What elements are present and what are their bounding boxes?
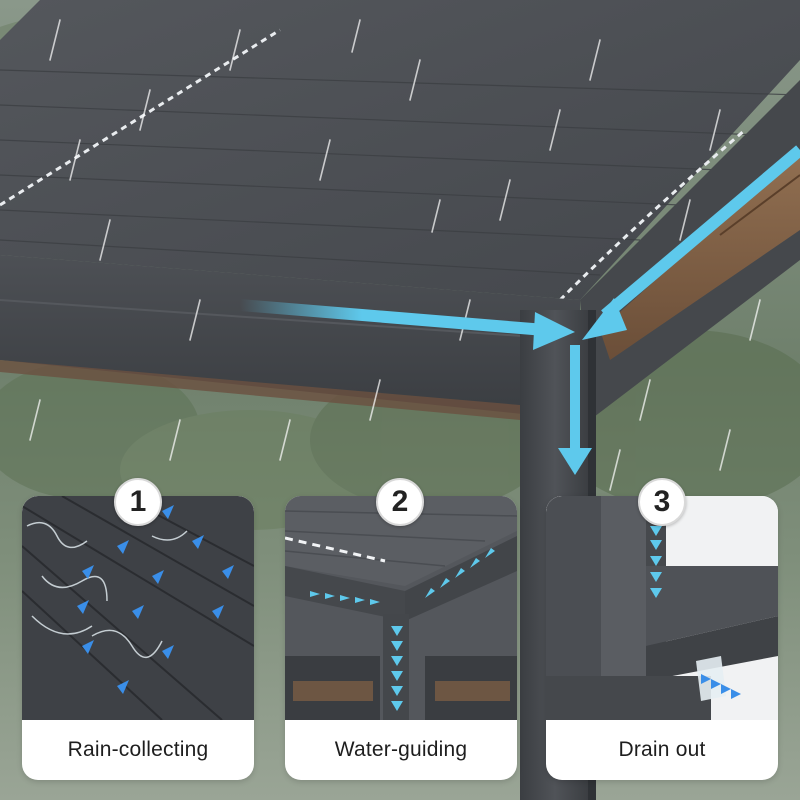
chevron-arrow-icon — [310, 548, 495, 711]
front-beam — [0, 255, 580, 420]
step-panel-water-guiding: Water-guiding — [285, 496, 517, 780]
water-guiding-photo — [285, 496, 517, 720]
step-caption: Drain out — [618, 738, 706, 761]
step-caption: Rain-collecting — [67, 738, 209, 761]
step-number-badge: 3 — [638, 478, 686, 526]
drain-out-photo — [546, 496, 778, 720]
step-panel-drain-out: Drain out — [546, 496, 778, 780]
rain-collecting-photo — [22, 496, 254, 720]
flow-arrow-icon — [234, 145, 800, 475]
step-panel-rain-collecting: Rain-collecting — [22, 496, 254, 780]
step-number-badge: 1 — [114, 478, 162, 526]
roof-panel — [0, 0, 800, 300]
chevron-arrow-icon — [650, 526, 662, 598]
step-number-badge: 2 — [376, 478, 424, 526]
rain-streaks — [29, 19, 761, 491]
step-caption: Water-guiding — [334, 738, 468, 761]
